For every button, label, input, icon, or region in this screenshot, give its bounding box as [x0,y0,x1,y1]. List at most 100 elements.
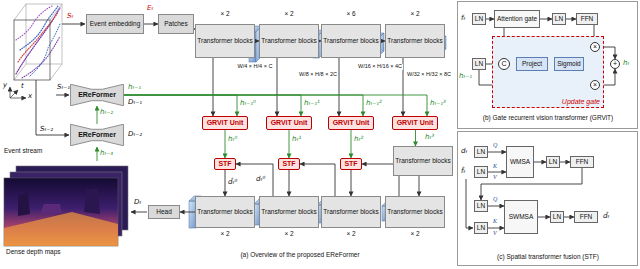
line-shape [10,90,18,98]
node-text: Sigmoid [557,61,580,68]
line-shape [131,212,147,213]
path-shape [14,4,62,80]
node-text: Attention gate [497,16,537,23]
rect-shape [4,178,118,246]
update-gate-region: Update gateCProjectSigmoid×× [492,36,604,108]
node-text: C [501,60,506,67]
connector [560,162,570,163]
node-text: Project [522,61,542,68]
annotation-label: hₜ₋₁¹ [304,100,320,107]
line-shape [62,24,85,25]
node-text: Transformer blocks [387,38,442,45]
node-text: GRViT Unit [397,119,434,126]
annotation-label: × 6 [346,11,355,18]
path-shape [18,12,58,62]
annotation-label: Event stream [4,148,42,155]
event-cube [14,4,62,80]
connector [566,19,576,20]
connector [144,24,158,25]
node-text: GRViT Unit [333,119,370,126]
annotation-label: hₜ₋₁ [128,84,141,91]
connector [124,95,363,116]
norm-box: LN [474,200,488,212]
transformer-block: Transformer blocks [195,24,255,58]
annotation-label: d̂ₜ⁰ [228,179,237,186]
node-text: EReFormer [78,131,116,138]
polygon-shape [71,84,124,106]
connector [488,206,504,207]
transformer-block: Transformer blocks [385,196,445,228]
path-shape [22,36,60,78]
annotation-label: W/16 × H/16 × 4C [357,64,403,70]
annotation-label: d̂ₜ [603,213,610,220]
connector [488,172,506,173]
node-text: GRViT Unit [271,119,308,126]
connector [124,95,237,116]
annotation-label: hₜ₋₁² [366,100,382,107]
connector [289,130,290,158]
annotation-label: Sₜ [67,13,74,20]
norm-box: LN [472,58,486,70]
connector [538,217,550,218]
connector [97,106,98,124]
node-text: LN [477,149,485,156]
connector [225,130,226,158]
connector [225,170,226,196]
node-text: FFN [581,16,594,23]
connector [351,170,352,196]
node-text: Transformer blocks [197,38,252,45]
annotation-label: f̂ₜ [461,168,466,175]
operator-circle: + [610,59,620,69]
node-text: STF [282,160,295,167]
node-text: STF [218,160,231,167]
line-shape [10,87,11,98]
node-text: LN [477,169,485,176]
polygon-shape [18,192,30,216]
annotation-label: Sₜ₋₂ [40,126,53,133]
annotation-label: hₜ⁰ [228,136,237,143]
node-text: LN [477,225,485,232]
process-box: Event embedding [86,14,144,34]
connector [236,164,273,196]
polyline-shape [466,179,473,228]
path-shape [30,24,60,76]
polygon-shape [4,212,118,246]
ereformer-block: EReFormer [70,84,124,106]
transformer-block: Transformer blocks [259,196,319,228]
path-shape [16,8,60,74]
polygon-shape [40,204,62,214]
fusion-unit: GRViT Unit [202,116,248,130]
node-text: FFN [576,159,589,166]
line-shape [56,95,69,96]
panel-frame [458,2,638,129]
node-text: Patches [164,21,188,28]
panel-frame [458,132,638,266]
node-text: Transformer blocks [197,209,252,216]
annotation-label: Q [493,142,497,148]
connector [488,228,504,229]
annotation-label: dₜ [461,148,468,155]
annotation-label: K [493,218,497,224]
node-text: Transformer blocks [395,158,450,165]
node-text: GRViT Unit [207,119,244,126]
node-text: LN [553,214,561,221]
norm-box: LN [474,166,488,178]
process-box: Head [148,205,180,219]
transformer-block: Transformer blocks [259,24,319,58]
node-text: × [593,43,597,50]
annotation-label: hₜ₋₁⁰ [240,100,256,107]
node-text: LN [475,16,483,23]
connector [277,58,278,116]
fusion-unit: STF [340,158,362,170]
norm-box: FFN [570,156,594,168]
connector [486,19,494,20]
annotation-label: y [3,82,7,89]
node-text: LN [475,61,483,68]
annotation-label: × 2 [220,11,229,18]
annotation-label: W/8 × H/8 × 2C [298,72,338,78]
norm-box: LN [472,13,486,25]
node-text: Event embedding [90,21,141,28]
annotation-label: hₜ³ [425,134,434,141]
node-text: STF [344,160,357,167]
annotation-label: fₜ [461,15,466,22]
